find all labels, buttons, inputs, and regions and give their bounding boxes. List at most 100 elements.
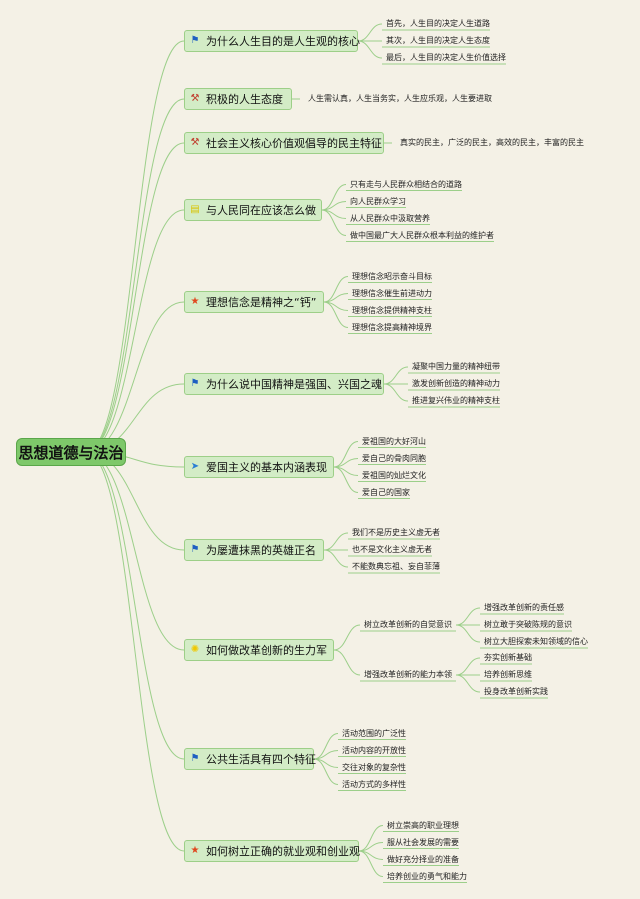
leaf-node: 我们不是历史主义虚无者	[352, 528, 440, 537]
branch-connector	[85, 451, 185, 760]
leaf-node: 爱自己的骨肉同胞	[362, 453, 426, 463]
branch-label: 与人民同在应该怎么做	[206, 204, 316, 217]
leaf-connector	[323, 276, 349, 303]
branch-connector	[85, 40, 185, 453]
star-icon: ★	[190, 845, 200, 856]
branch-label: 为什么说中国精神是强国、兴国之魂	[206, 378, 382, 391]
branch-label: 理想信念是精神之“钙”	[206, 296, 317, 309]
leaf-connector	[455, 607, 481, 626]
branch-connector	[85, 451, 185, 852]
leaf-node: 不能数典忘祖、妄自菲薄	[352, 562, 440, 571]
leaf-connector	[383, 383, 409, 402]
leaf-connector	[358, 825, 384, 852]
leaf-node: 爱自己的国家	[362, 487, 410, 497]
leaf-node: 推进复兴伟业的精神支柱	[412, 396, 500, 405]
leaf-connector	[321, 184, 347, 211]
subgroup-node: 树立改革创新的自觉意识	[364, 620, 452, 629]
leaf-node: 树立大胆探索未知领域的信心	[484, 637, 588, 646]
branch-node[interactable]: ▤ 与人民同在应该怎么做	[184, 199, 322, 221]
branch-connector	[85, 142, 185, 453]
tools-icon: ⚒	[190, 93, 200, 104]
leaf-node: 培养创业的勇气和能力	[387, 871, 467, 881]
leaf-connector	[357, 40, 383, 59]
subgroup-connector	[333, 649, 361, 676]
branch-node[interactable]: ⚒ 社会主义核心价值观倡导的民主特征	[184, 132, 384, 154]
flag-icon: ⚑	[190, 753, 200, 764]
leaf-node: 理想信念提供精神支柱	[352, 305, 432, 315]
leaf-connector	[455, 657, 481, 676]
leaf-node: 理想信念提高精神境界	[352, 322, 432, 332]
branch-node[interactable]: ⚒ 积极的人生态度	[184, 88, 292, 110]
branch-label: 公共生活具有四个特征	[206, 753, 316, 766]
leaf-node: 夯实创新基础	[484, 653, 532, 662]
leaf-connector	[455, 674, 481, 693]
leaf-node: 服从社会发展的需要	[387, 837, 459, 847]
leaf-connector	[313, 733, 339, 760]
leaf-node: 理想信念昭示奋斗目标	[352, 271, 432, 281]
leaf-node: 向人民群众学习	[350, 196, 406, 206]
leaf-connector	[313, 758, 339, 785]
branch-node[interactable]: ⚑ 为什么说中国精神是强国、兴国之魂	[184, 373, 384, 395]
leaf-connector	[383, 366, 409, 385]
plane-icon: ➤	[190, 461, 200, 472]
flag-icon: ⚑	[190, 378, 200, 389]
branch-label: 为什么人生目的是人生观的核心	[206, 35, 360, 48]
branch-node[interactable]: ⚑ 为屡遭抹黑的英雄正名	[184, 539, 324, 561]
branch-node[interactable]: ✺ 如何做改革创新的生力军	[184, 639, 334, 661]
leaf-node: 做好充分择业的准备	[387, 854, 459, 864]
leaf-node: 活动内容的开放性	[342, 745, 406, 755]
leaf-node: 激发创新创造的精神动力	[412, 379, 500, 388]
leaf-connector	[333, 466, 359, 493]
leaf-node: 活动范围的广泛性	[342, 728, 406, 738]
leaf-node: 树立敢于突破陈规的意识	[484, 620, 572, 629]
leaf-connector	[323, 301, 349, 328]
leaf-connector	[323, 532, 349, 551]
leaf-node: 树立崇高的职业理想	[387, 820, 459, 830]
leaf-connector	[358, 850, 384, 877]
leaf-node: 首先，人生目的决定人生道路	[386, 19, 490, 28]
leaf-node: 最后，人生目的决定人生价值选择	[386, 53, 506, 62]
leaf-node: 爱祖国的大好河山	[362, 436, 426, 446]
leaf-node: 培养创新思维	[484, 670, 532, 679]
leaf-node: 活动方式的多样性	[342, 779, 406, 789]
branch-connector	[85, 301, 185, 453]
leaf-node: 真实的民主，广泛的民主，高效的民主，丰富的民主	[400, 138, 584, 147]
sun-icon: ✺	[190, 644, 200, 655]
subgroup-node: 增强改革创新的能力本领	[364, 670, 452, 679]
branch-node[interactable]: ⚑ 公共生活具有四个特征	[184, 748, 316, 770]
branch-label: 为屡遭抹黑的英雄正名	[206, 544, 316, 557]
branch-label: 爱国主义的基本内涵表现	[206, 461, 327, 474]
leaf-node: 也不是文化主义虚无者	[352, 545, 432, 554]
leaf-node: 人生需认真，人生当务实，人生应乐观，人生要进取	[308, 94, 492, 103]
branch-node[interactable]: ➤ 爱国主义的基本内涵表现	[184, 456, 334, 478]
leaf-node: 投身改革创新实践	[484, 687, 548, 696]
flag-icon: ⚑	[190, 544, 200, 555]
leaf-connector	[333, 441, 359, 468]
branch-label: 如何做改革创新的生力军	[206, 644, 327, 657]
leaf-node: 爱祖国的灿烂文化	[362, 470, 426, 480]
leaf-connector	[321, 209, 347, 236]
star-icon: ★	[190, 296, 200, 307]
tools-icon: ⚒	[190, 137, 200, 148]
branch-label: 积极的人生态度	[206, 93, 283, 106]
leaf-node: 从人民群众中汲取营养	[350, 213, 430, 223]
branch-connector	[85, 451, 185, 651]
leaf-node: 交往对象的复杂性	[342, 762, 406, 772]
branch-node[interactable]: ★ 理想信念是精神之“钙”	[184, 291, 324, 313]
leaf-connector	[455, 624, 481, 643]
branch-label: 社会主义核心价值观倡导的民主特征	[206, 137, 382, 150]
subgroup-connector	[333, 624, 361, 651]
leaf-node: 其次，人生目的决定人生态度	[386, 36, 490, 45]
leaf-connector	[357, 23, 383, 42]
leaf-node: 理想信念催生前进动力	[352, 288, 432, 298]
branch-node[interactable]: ⚑ 为什么人生目的是人生观的核心	[184, 30, 360, 52]
leaf-node: 只有走与人民群众相结合的道路	[350, 179, 462, 189]
flag-icon: ⚑	[190, 35, 200, 46]
branch-connector	[85, 98, 185, 453]
root-node[interactable]: 思想道德与法治	[16, 438, 126, 466]
leaf-connector	[323, 549, 349, 568]
note-icon: ▤	[190, 204, 200, 215]
leaf-node: 增强改革创新的责任感	[484, 603, 564, 612]
branch-node[interactable]: ★ 如何树立正确的就业观和创业观	[184, 840, 360, 862]
branch-label: 如何树立正确的就业观和创业观	[206, 845, 360, 858]
